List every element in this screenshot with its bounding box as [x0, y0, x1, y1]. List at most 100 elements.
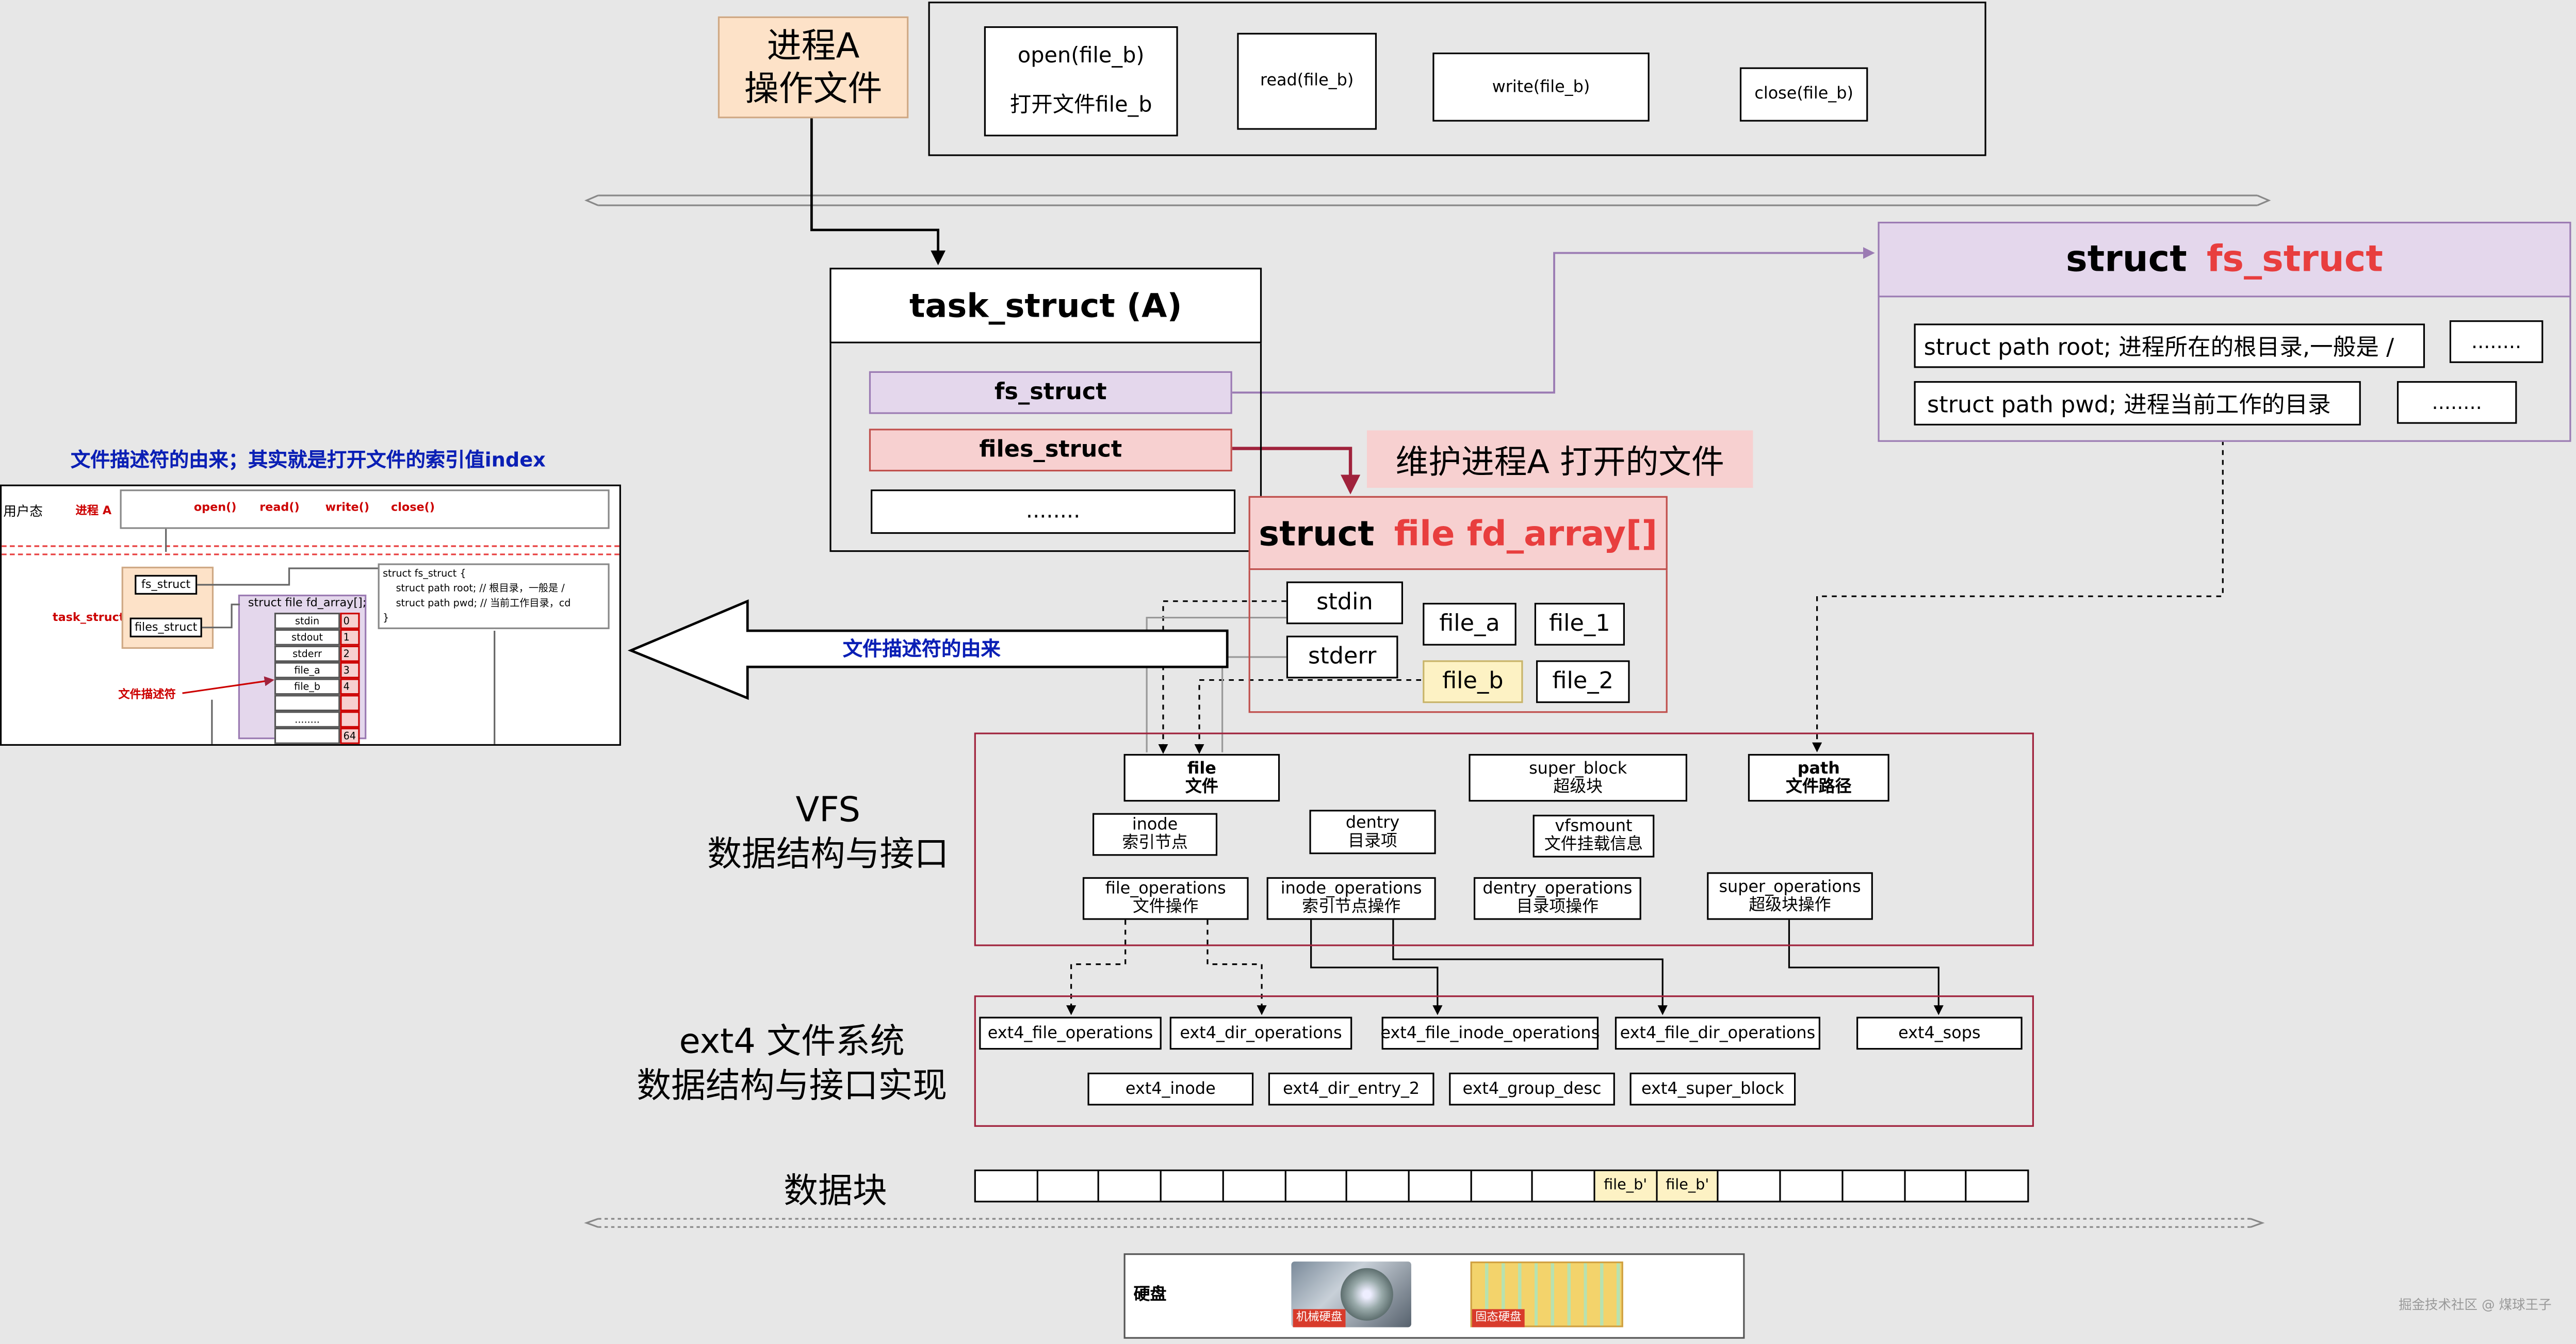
fd-array-title-prefix: struct: [1259, 513, 1375, 553]
vfs-super-block: super_block 超级块: [1469, 753, 1687, 802]
data-block: [976, 1171, 1038, 1201]
vfs-vfsmount-label: vfsmount 文件挂载信息: [1544, 818, 1643, 855]
ext4-file-dir-operations: ext4_file_dir_operations: [1615, 1017, 1820, 1050]
ext4-inode: ext4_inode: [1087, 1072, 1254, 1106]
thumb-open: open(): [193, 501, 237, 514]
vfs-inode: inode 索引节点: [1093, 813, 1218, 856]
open-label: open(file_b): [1017, 43, 1145, 69]
fd-file-a-label: file_a: [1439, 611, 1500, 637]
fd-file-b-label: file_b: [1442, 668, 1504, 695]
fs-pwd-more: ........: [2396, 381, 2517, 424]
open-sub-label: 打开文件file_b: [1009, 92, 1152, 118]
thumb-fd-index: 1: [340, 629, 360, 646]
task-files-struct: files_struct: [869, 429, 1232, 472]
thumb-syscall-box: [120, 489, 610, 529]
vfs-super-block-label: super_block 超级块: [1529, 760, 1627, 796]
vfs-dentry-label: dentry 目录项: [1345, 814, 1400, 850]
ext4-sops: ext4_sops: [1856, 1017, 2023, 1050]
fs-struct-title-name: fs_struct: [2206, 239, 2383, 281]
thumb-fs-code-line: struct fs_struct {: [383, 568, 466, 580]
thumb-fd-label: 文件描述符: [118, 688, 176, 701]
fd-file-2-label: file_2: [1552, 668, 1614, 695]
fd-file-a: file_a: [1423, 602, 1517, 646]
ext4-dir-operations-label: ext4_dir_operations: [1180, 1024, 1342, 1042]
task-struct-title: task_struct (A): [829, 268, 1262, 343]
ext4-file-inode-operations-label: ext4_file_inode_operations: [1380, 1024, 1600, 1042]
vfs-dentry-operations: dentry_operations 目录项操作: [1473, 877, 1641, 920]
thumb-fd-index: 4: [340, 678, 360, 695]
data-block: file_b': [1595, 1171, 1657, 1201]
fd-file-1: file_1: [1534, 602, 1625, 646]
thumb-red-line: [2, 545, 619, 547]
data-block: [1038, 1171, 1100, 1201]
thumb-user-space: 用户态: [3, 504, 43, 519]
data-block: [1719, 1171, 1781, 1201]
thumb-lines: [165, 529, 496, 744]
vfs-path: path 文件路径: [1748, 753, 1889, 802]
thumb-fd-row: file_b: [274, 678, 340, 695]
origin-heading: 文件描述符的由来；其实就是打开文件的索引值index: [70, 448, 546, 472]
data-block: [1100, 1171, 1162, 1201]
fd-file-b: file_b: [1423, 660, 1523, 703]
origin-arrow-label: 文件描述符的由来: [842, 637, 1001, 661]
process-a-box: 进程A 操作文件: [718, 16, 909, 119]
task-fs-struct-label: fs_struct: [994, 379, 1107, 406]
blocks-row: file_b'file_b': [974, 1169, 2029, 1203]
ext4-dir-operations: ext4_dir_operations: [1169, 1017, 1352, 1050]
vfs-dentry: dentry 目录项: [1309, 810, 1436, 855]
thumb-fd-index: 3: [340, 662, 360, 679]
thumbnail: 用户态 进程 A open() read() write() close() t…: [0, 484, 621, 746]
divider-top: [584, 194, 2271, 206]
ext4-file-operations-label: ext4_file_operations: [987, 1024, 1153, 1042]
syscall-panel: [928, 2, 1986, 156]
thumb-fs-code-line: struct path pwd; // 当前工作目录，cd: [396, 598, 571, 610]
vfs-super-operations: super_operations 超级块操作: [1707, 872, 1873, 920]
task-files-struct-label: files_struct: [979, 437, 1122, 464]
disk-panel: [1123, 1253, 1745, 1339]
data-block: [1843, 1171, 1905, 1201]
fd-file-1-label: file_1: [1549, 611, 1610, 637]
ext4-sops-label: ext4_sops: [1898, 1024, 1981, 1042]
task-struct-title-text: task_struct (A): [909, 286, 1182, 325]
fd-file-2: file_2: [1536, 660, 1630, 703]
fd-array-note-text: 维护进程A 打开的文件: [1395, 441, 1724, 482]
ext4-group-desc-label: ext4_group_desc: [1462, 1080, 1602, 1099]
fs-root-more: ........: [2449, 320, 2544, 363]
thumb-fd-row: stderr: [274, 645, 340, 662]
watermark: 掘金技术社区 @ 煤球王子: [2399, 1298, 2552, 1313]
data-block: [1285, 1171, 1348, 1201]
data-block: file_b': [1657, 1171, 1719, 1201]
thumb-files-struct-label: files_struct: [134, 620, 198, 634]
ext4-label: ext4 文件系统 数据结构与接口实现: [637, 1022, 948, 1106]
hdd-platter-icon: [1340, 1268, 1393, 1321]
fd-array-title: struct file fd_array[]: [1248, 496, 1668, 570]
thumb-fd-title: struct file fd_array[];: [248, 596, 367, 610]
open-call: open(file_b) 打开文件file_b: [984, 26, 1178, 137]
thumb-fd-row: ........: [274, 711, 340, 728]
thumb-fd-index: [340, 695, 360, 712]
data-block: [1472, 1171, 1534, 1201]
data-block: [1781, 1171, 1844, 1201]
fd-array-title-name: file fd_array[]: [1394, 513, 1658, 553]
task-fs-struct: fs_struct: [869, 371, 1232, 414]
origin-arrow: [627, 599, 1229, 700]
vfs-path-label: path 文件路径: [1786, 760, 1852, 796]
vfs-file-operations: file_operations 文件操作: [1082, 877, 1249, 920]
thumb-fd-row: stdin: [274, 613, 340, 629]
ext4-super-block: ext4_super_block: [1629, 1072, 1796, 1106]
close-call: close(file_b): [1739, 67, 1868, 122]
thumb-fd-row: stdout: [274, 629, 340, 646]
close-label: close(file_b): [1754, 85, 1853, 104]
fd-stdin: stdin: [1286, 581, 1403, 625]
data-block: [1347, 1171, 1410, 1201]
vfs-inode-operations-label: inode_operations 索引节点操作: [1280, 880, 1422, 917]
blocks-label: 数据块: [784, 1171, 887, 1211]
hdd-tag-label: 机械硬盘: [1296, 1310, 1343, 1324]
vfs-file-label: file 文件: [1185, 760, 1218, 796]
vfs-inode-label: inode 索引节点: [1122, 816, 1188, 853]
thumb-read: read(): [259, 501, 300, 514]
thumb-fd-index: [340, 711, 360, 728]
